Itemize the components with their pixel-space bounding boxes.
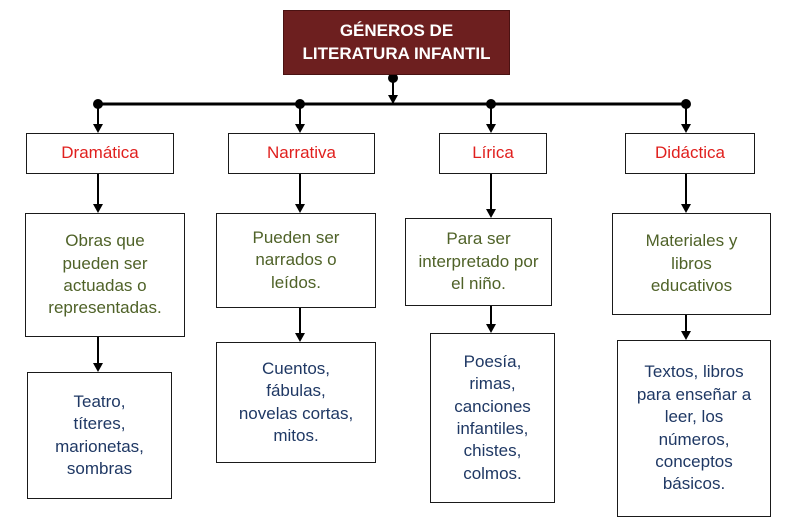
arrow-to-genre-dramatica-head bbox=[93, 124, 103, 133]
arrow-to-description-lirica-head bbox=[486, 209, 496, 218]
arrow-to-examples-lirica-head bbox=[486, 324, 496, 333]
genre-lirica: Lírica bbox=[439, 133, 547, 174]
arrow-to-examples-dramatica-head bbox=[93, 363, 103, 372]
genre-dramatica: Dramática bbox=[26, 133, 174, 174]
examples-narrativa: Cuentos, fábulas, novelas cortas, mitos. bbox=[216, 342, 376, 463]
description-dramatica: Obras que pueden ser actuadas o represen… bbox=[25, 213, 185, 337]
examples-lirica: Poesía, rimas, canciones infantiles, chi… bbox=[430, 333, 555, 503]
diagram-title: GÉNEROS DE LITERATURA INFANTIL bbox=[283, 10, 510, 75]
description-lirica: Para ser interpretado por el niño. bbox=[405, 218, 552, 306]
examples-dramatica: Teatro, títeres, marionetas, sombras bbox=[27, 372, 172, 499]
arrow-to-examples-narrativa-head bbox=[295, 333, 305, 342]
description-didactica: Materiales y libros educativos bbox=[612, 213, 771, 315]
arrow-to-examples-didactica-head bbox=[681, 331, 691, 340]
genre-narrativa: Narrativa bbox=[228, 133, 375, 174]
arrow-to-genre-narrativa-head bbox=[295, 124, 305, 133]
arrow-to-description-narrativa-head bbox=[295, 204, 305, 213]
arrow-to-description-didactica-head bbox=[681, 204, 691, 213]
examples-didactica: Textos, libros para enseñar a leer, los … bbox=[617, 340, 771, 517]
genre-didactica: Didáctica bbox=[625, 133, 755, 174]
arrow-to-genre-didactica-head bbox=[681, 124, 691, 133]
arrow-to-genre-lirica-head bbox=[486, 124, 496, 133]
title-trunk-arrow-head bbox=[388, 95, 398, 104]
arrow-to-description-dramatica-head bbox=[93, 204, 103, 213]
description-narrativa: Pueden ser narrados o leídos. bbox=[216, 213, 376, 308]
